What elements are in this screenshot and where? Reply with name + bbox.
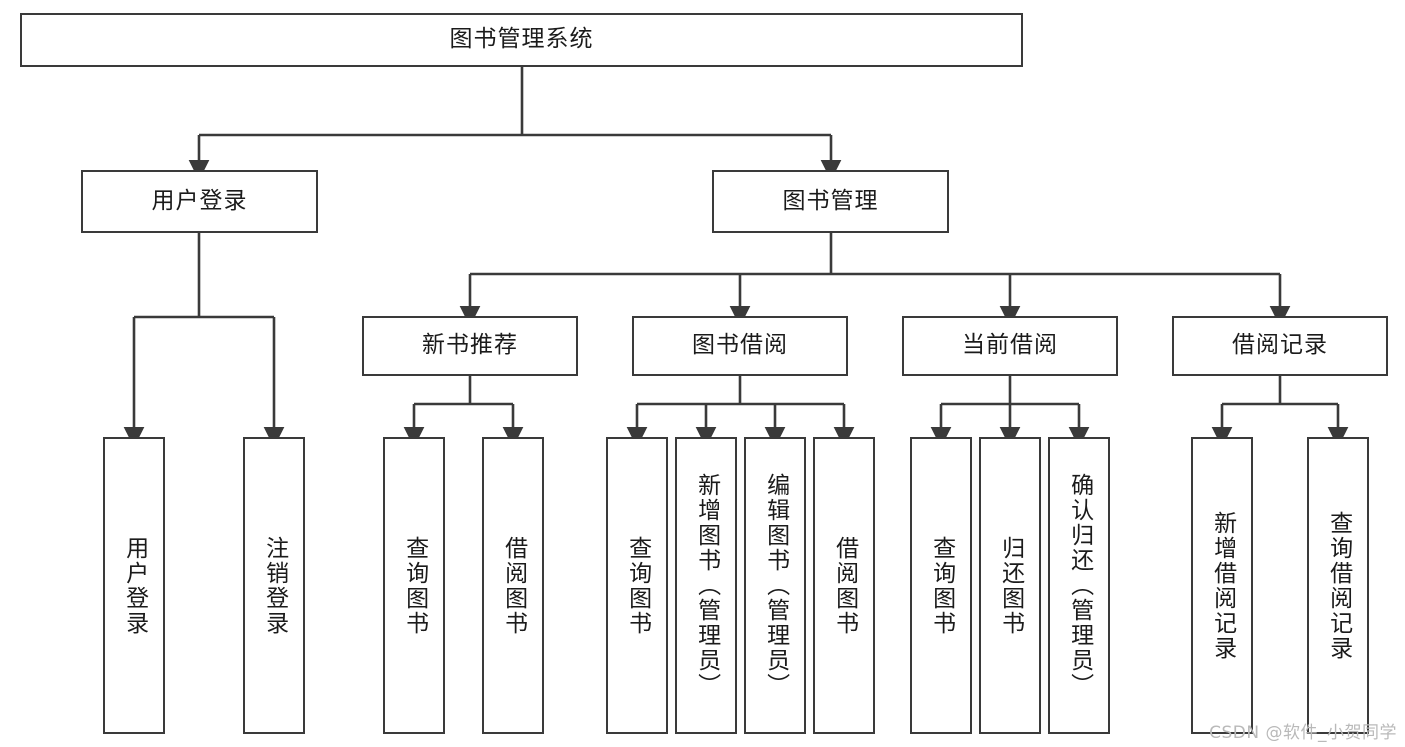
leaf-label: 查询借阅记录 — [1325, 510, 1352, 661]
leaf-borrow-record-add-record[interactable]: 新增借阅记录 — [1191, 437, 1253, 734]
node-root-library-management-system[interactable]: 图书管理系统 — [20, 13, 1023, 67]
leaf-label: 借阅图书 — [500, 535, 527, 636]
node-user-login-label: 用户登录 — [151, 187, 248, 214]
leaf-label: 查询图书 — [928, 535, 955, 636]
leaf-label: 新增图书（管理员） — [693, 473, 720, 698]
leaf-current-borrow-confirm-return-admin[interactable]: 确认归还（管理员） — [1048, 437, 1110, 734]
leaf-label: 编辑图书（管理员） — [762, 473, 789, 698]
csdn-watermark: CSDN @软件_小贺同学 — [1209, 723, 1397, 743]
leaf-current-borrow-return-book[interactable]: 归还图书 — [979, 437, 1041, 734]
node-book-borrowing[interactable]: 图书借阅 — [632, 316, 848, 376]
node-current-borrowing-label: 当前借阅 — [962, 332, 1058, 359]
node-book-management-label: 图书管理 — [782, 187, 879, 214]
node-book-management[interactable]: 图书管理 — [712, 170, 949, 233]
leaf-label: 借阅图书 — [831, 535, 858, 636]
leaf-current-borrow-query-book[interactable]: 查询图书 — [910, 437, 972, 734]
leaf-new-book-borrow-book[interactable]: 借阅图书 — [482, 437, 544, 734]
leaf-book-borrow-edit-book-admin[interactable]: 编辑图书（管理员） — [744, 437, 806, 734]
node-borrowing-record[interactable]: 借阅记录 — [1172, 316, 1388, 376]
node-new-book-recommendation[interactable]: 新书推荐 — [362, 316, 578, 376]
leaf-user-login-signout[interactable]: 注销登录 — [243, 437, 305, 734]
node-borrowing-record-label: 借阅记录 — [1232, 332, 1328, 359]
node-new-book-recommendation-label: 新书推荐 — [422, 332, 518, 359]
leaf-book-borrow-borrow-book[interactable]: 借阅图书 — [813, 437, 875, 734]
leaf-label: 注销登录 — [261, 535, 288, 636]
leaf-label: 确认归还（管理员） — [1066, 473, 1093, 698]
node-root-label: 图书管理系统 — [449, 26, 594, 53]
leaf-label: 用户登录 — [121, 535, 148, 636]
node-user-login[interactable]: 用户登录 — [81, 170, 318, 233]
leaf-borrow-record-query-record[interactable]: 查询借阅记录 — [1307, 437, 1369, 734]
leaf-label: 新增借阅记录 — [1209, 510, 1236, 661]
leaf-user-login-signin[interactable]: 用户登录 — [103, 437, 165, 734]
node-book-borrowing-label: 图书借阅 — [692, 332, 788, 359]
leaf-label: 查询图书 — [401, 535, 428, 636]
leaf-book-borrow-query-book[interactable]: 查询图书 — [606, 437, 668, 734]
leaf-new-book-query-book[interactable]: 查询图书 — [383, 437, 445, 734]
leaf-book-borrow-add-book-admin[interactable]: 新增图书（管理员） — [675, 437, 737, 734]
leaf-label: 查询图书 — [624, 535, 651, 636]
node-current-borrowing[interactable]: 当前借阅 — [902, 316, 1118, 376]
leaf-label: 归还图书 — [997, 535, 1024, 636]
